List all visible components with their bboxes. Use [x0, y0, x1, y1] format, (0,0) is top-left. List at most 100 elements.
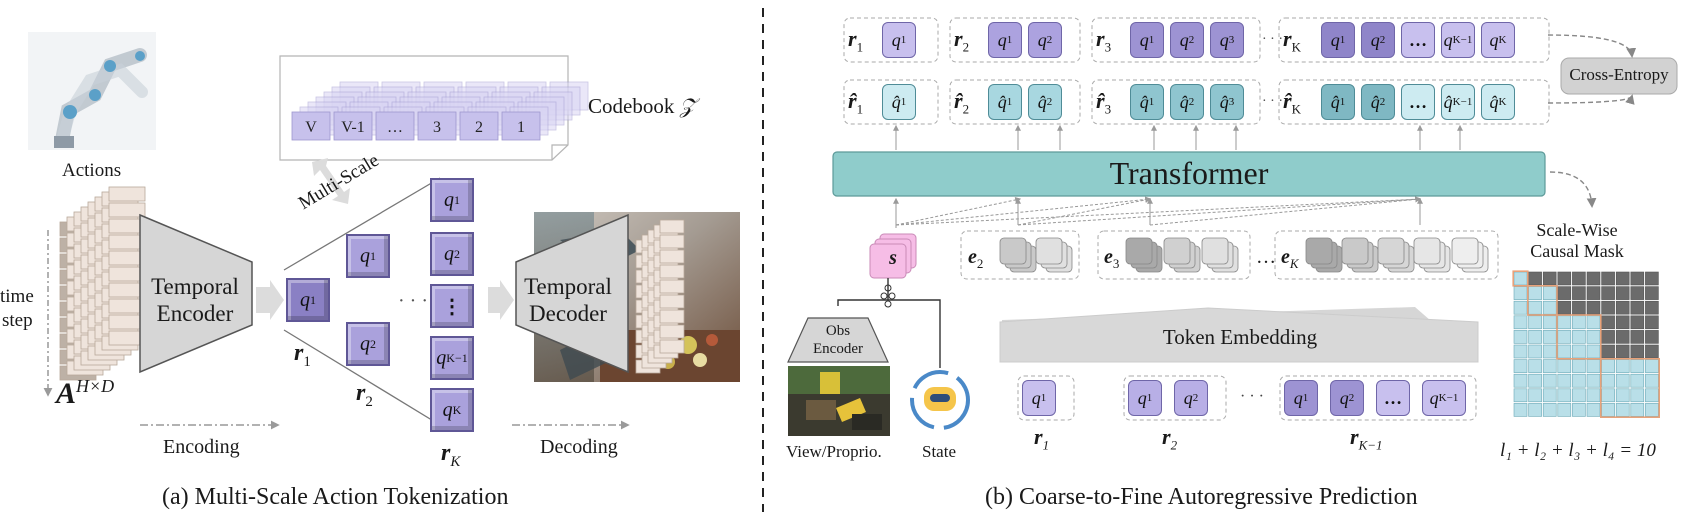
r-symbol: r̂	[954, 88, 963, 113]
qhat-token: q̂2	[1028, 84, 1062, 120]
q-superscript: 1	[900, 34, 907, 46]
q-superscript: K−1	[1452, 96, 1473, 108]
bottom-r-label: r2	[1162, 424, 1177, 453]
encoder-label: Temporal Encoder	[145, 273, 245, 327]
q-symbol: q	[1443, 29, 1453, 50]
r-subscript: 1	[856, 39, 864, 55]
q-superscript: 1	[1146, 392, 1153, 404]
r-symbol: r	[1162, 424, 1171, 449]
eK-sub: K	[1289, 256, 1299, 271]
rhat-row-label: r̂2	[954, 88, 969, 117]
e2-symbol: e	[968, 246, 977, 268]
decoder-line2: Decoder	[529, 301, 607, 326]
q-superscript: 1	[310, 292, 316, 307]
qhat-token: q̂K−1	[1441, 84, 1475, 120]
e-dots: …	[1256, 246, 1276, 268]
q-superscript: K−1	[1438, 392, 1459, 404]
token-ellipsis: …	[1409, 29, 1427, 50]
scale-wise-line2: Causal Mask	[1530, 241, 1624, 261]
matrix-dim: H×D	[76, 376, 115, 396]
scale-wise-label: Scale-Wise Causal Mask	[1512, 220, 1642, 262]
q-superscript: 2	[1046, 34, 1053, 46]
qhat-token: q̂3	[1210, 84, 1244, 120]
q-symbol: q̂	[997, 91, 1007, 112]
qhat-token: q̂1	[1321, 84, 1355, 120]
transformer-label: Transformer	[1109, 155, 1269, 191]
q-symbol: q	[1219, 29, 1229, 50]
rhat-row-label: r̂K	[1283, 88, 1301, 117]
cross-entropy-box	[1560, 57, 1678, 95]
temporal-decoder-block	[515, 213, 629, 374]
q-token: …	[1401, 22, 1435, 58]
codebook-entry: V	[305, 119, 317, 136]
q-superscript: 1	[1339, 96, 1346, 108]
q-superscript: 2	[1192, 392, 1199, 404]
q-symbol: q̂	[1139, 91, 1149, 112]
matrix-symbol: A	[56, 377, 77, 410]
r-symbol: r	[1350, 424, 1359, 449]
qhat-token: q̂1	[1130, 84, 1164, 120]
q-symbol: q	[1183, 387, 1193, 408]
q-symbol: q	[1370, 29, 1380, 50]
rK-label: rK	[441, 440, 460, 471]
view-image	[788, 366, 890, 436]
e3-label: e3	[1104, 246, 1119, 272]
q-symbol: q	[1330, 29, 1340, 50]
q-symbol: q̂	[1489, 91, 1499, 112]
cross-entropy-label: Cross-Entropy	[1569, 65, 1669, 84]
row-dots: · · ·	[1262, 94, 1283, 109]
state-label: State	[922, 442, 956, 461]
q-symbol: q	[1137, 387, 1147, 408]
q-superscript: 1	[454, 192, 460, 207]
arrow-encoder-to-r1	[256, 280, 284, 320]
r2-symbol: r	[356, 380, 366, 406]
q-symbol: q̂	[1370, 91, 1380, 112]
r1-label: r1	[294, 340, 311, 371]
q-symbol: q	[444, 242, 454, 265]
state-token-stack	[869, 233, 917, 279]
row-dots: · · ·	[1262, 32, 1283, 47]
r2-sub: 2	[365, 393, 373, 410]
decoder-line1: Temporal	[524, 274, 612, 299]
qhat-token: …	[1401, 84, 1435, 120]
q-symbol: q	[436, 346, 447, 369]
s-label: s	[889, 247, 897, 269]
token-ellipsis: …	[1409, 91, 1427, 112]
r-subscript: 1	[856, 101, 864, 117]
e2-sub: 2	[976, 256, 984, 271]
codebook-symbol: 𝒵	[679, 94, 696, 118]
q-symbol: q	[891, 29, 901, 50]
robot-arm-icon	[28, 32, 156, 150]
q-superscript: 1	[1339, 34, 1346, 46]
q-symbol: q	[442, 398, 453, 421]
r1-symbol: r	[294, 340, 304, 366]
q-symbol: q̂	[1219, 91, 1229, 112]
eK-label: eK	[1281, 246, 1299, 272]
q-superscript: 3	[1228, 34, 1235, 46]
bottom-dots: · · ·	[1240, 388, 1264, 405]
view-label: View/Proprio.	[786, 442, 882, 461]
q-superscript: K−1	[1452, 34, 1473, 46]
r-subscript: 2	[1170, 437, 1178, 453]
embed-input-token: …	[1376, 380, 1410, 416]
r-subscript: 3	[1104, 39, 1112, 55]
q-superscript: 2	[370, 336, 376, 351]
e2-label: e2	[968, 246, 983, 272]
q-symbol: q̂	[1443, 91, 1453, 112]
r-symbol: r	[1096, 26, 1105, 51]
q-symbol: q	[1339, 387, 1349, 408]
obs-encoder-block	[787, 317, 889, 363]
encoding-label: Encoding	[163, 436, 240, 458]
eK-symbol: e	[1281, 246, 1290, 268]
